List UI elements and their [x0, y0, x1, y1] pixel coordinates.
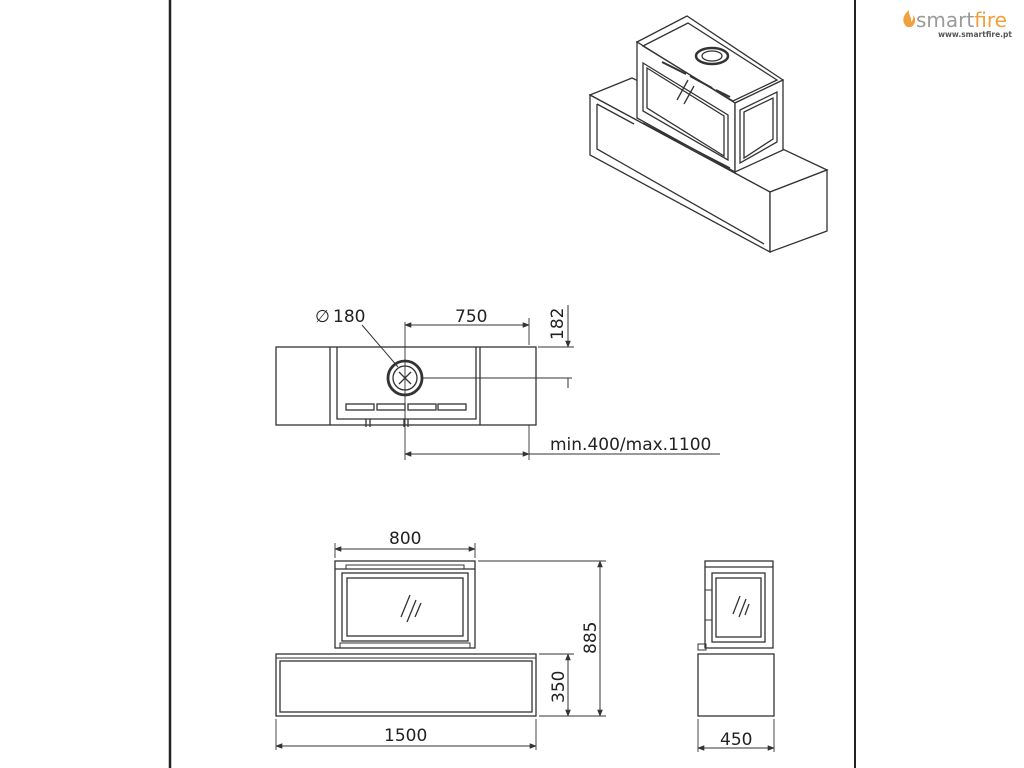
- dim-stove-width: 800: [389, 529, 421, 549]
- side-glass: [711, 572, 766, 643]
- brand-logo: smartfire www.smartfire.pt: [903, 8, 1012, 39]
- isometric-view: [588, 15, 829, 254]
- iso-base-opening: [596, 104, 765, 245]
- iso-base-side: [769, 169, 828, 253]
- dim-side-depth: 450: [720, 730, 752, 750]
- brand-name-smart: smart: [916, 8, 974, 32]
- front-base-outline: [275, 653, 537, 717]
- plan-base-outline: [275, 346, 537, 426]
- front-view: [275, 543, 606, 750]
- plan-stove-outline: [336, 347, 477, 420]
- brand-name-fire: fire: [974, 8, 1007, 32]
- iso-flue-collar: [694, 46, 730, 66]
- plan-view: [275, 305, 720, 460]
- dim-range-label: min.400/max.1100: [550, 435, 711, 455]
- front-glass: [341, 572, 469, 642]
- dim-depth-offset: 182: [548, 308, 568, 340]
- diameter-leader: [361, 324, 399, 368]
- dim-flue-offset: 750: [455, 307, 487, 327]
- dim-total-height: 885: [581, 622, 601, 654]
- iso-glass-side: [739, 90, 778, 165]
- front-stove-body: [334, 560, 476, 649]
- dim-diameter-symbol: ∅: [315, 307, 330, 327]
- iso-stove-side: [734, 78, 784, 174]
- dim-diameter-value: 180: [333, 307, 365, 327]
- svg-text:smartfire: smartfire: [916, 8, 1007, 32]
- dim-base-height: 350: [549, 671, 569, 703]
- side-view: [697, 560, 775, 752]
- brand-website: www.smartfire.pt: [938, 30, 1012, 39]
- flame-icon: [903, 10, 916, 27]
- dim-base-width: 1500: [384, 726, 427, 746]
- side-stove-body: [704, 560, 774, 649]
- iso-glass-front: [642, 61, 729, 162]
- side-base-outline: [697, 653, 775, 717]
